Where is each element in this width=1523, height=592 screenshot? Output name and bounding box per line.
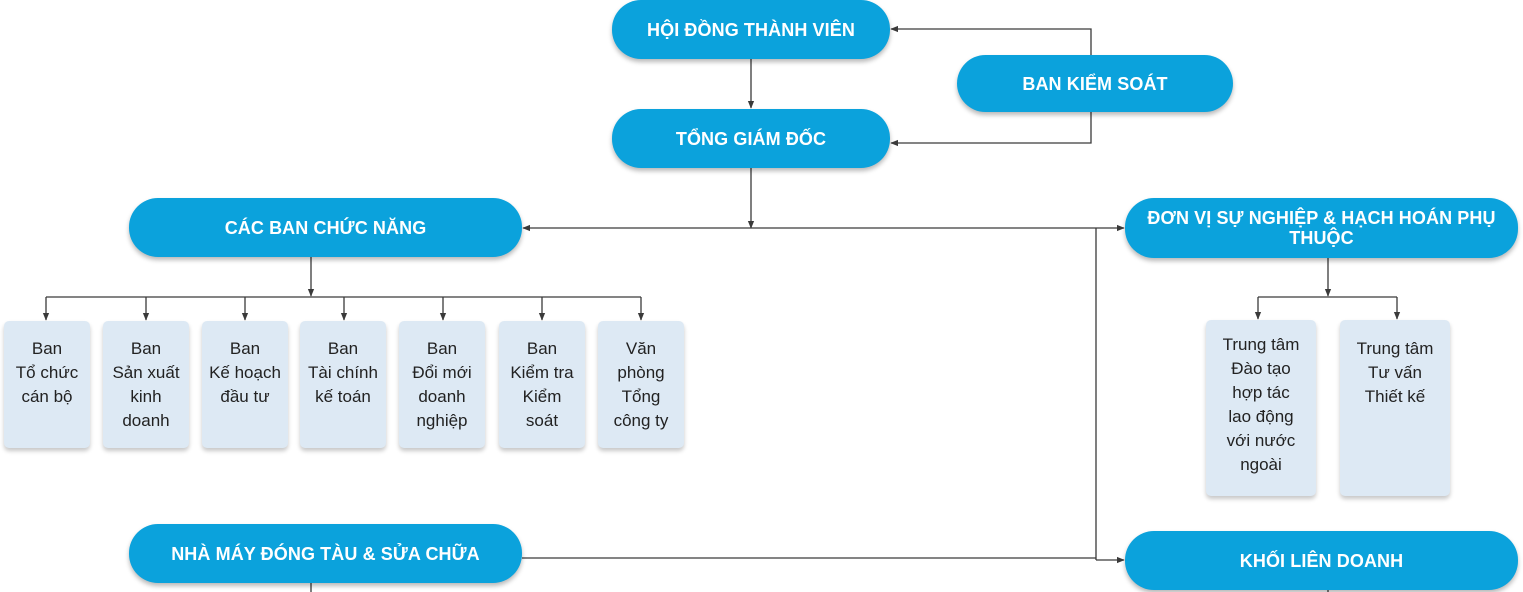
members-council-node: HỘI ĐỒNG THÀNH VIÊN	[612, 0, 890, 59]
members-council-label: HỘI ĐỒNG THÀNH VIÊN	[647, 19, 855, 40]
department-label: Ban Kiểm tra Kiểm soát	[510, 339, 574, 430]
department-card-finance-accounting: Ban Tài chính kế toán	[300, 321, 386, 448]
functional-departments-label: CÁC BAN CHỨC NĂNG	[224, 217, 427, 238]
joint-ventures-label: KHỐI LIÊN DOANH	[1239, 550, 1404, 571]
supervisory-board-label: BAN KIỂM SOÁT	[1022, 73, 1168, 94]
department-label: Ban Đổi mới doanh nghiệp	[412, 339, 472, 430]
department-label: Ban Kế hoạch đầu tư	[209, 339, 281, 406]
unit-card-design-consulting-center: Trung tâm Tư vấn Thiết kế	[1340, 320, 1450, 496]
general-director-node: TỔNG GIÁM ĐỐC	[612, 109, 890, 168]
general-director-label: TỔNG GIÁM ĐỐC	[675, 128, 827, 149]
unit-card-training-center: Trung tâm Đào tạo hợp tác lao động với n…	[1206, 320, 1316, 496]
shipyard-label: NHÀ MÁY ĐÓNG TÀU & SỬA CHỮA	[171, 543, 480, 564]
department-card-personnel: Ban Tổ chức cán bộ	[4, 321, 90, 448]
department-card-inspection-control: Ban Kiểm tra Kiểm soát	[499, 321, 585, 448]
department-label: Ban Tài chính kế toán	[308, 339, 378, 406]
supervisory-board-node: BAN KIỂM SOÁT	[957, 55, 1233, 112]
edge-supervisory-to-council	[890, 25, 1092, 55]
department-card-corporate-office: Văn phòng Tổng công ty	[598, 321, 684, 448]
department-label: Ban Sản xuất kinh doanh	[112, 339, 180, 430]
dependent-units-label: ĐƠN VỊ SỰ NGHIỆP & HẠCH HOÁN PHỤ THUỘC	[1147, 208, 1496, 248]
department-card-enterprise-renewal: Ban Đổi mới doanh nghiệp	[399, 321, 485, 448]
department-label: Ban Tổ chức cán bộ	[15, 339, 79, 406]
unit-label: Trung tâm Đào tạo hợp tác lao động với n…	[1222, 335, 1300, 474]
edge-supervisory-to-director	[890, 112, 1092, 147]
unit-label: Trung tâm Tư vấn Thiết kế	[1356, 339, 1434, 406]
dependent-units-node: ĐƠN VỊ SỰ NGHIỆP & HẠCH HOÁN PHỤ THUỘC	[1125, 198, 1518, 258]
functional-departments-node: CÁC BAN CHỨC NĂNG	[129, 198, 522, 257]
joint-ventures-node: KHỐI LIÊN DOANH	[1125, 531, 1518, 590]
department-label: Văn phòng Tổng công ty	[613, 339, 669, 430]
department-card-planning-investment: Ban Kế hoạch đầu tư	[202, 321, 288, 448]
shipyard-node: NHÀ MÁY ĐÓNG TÀU & SỬA CHỮA	[129, 524, 522, 583]
department-card-production-business: Ban Sản xuất kinh doanh	[103, 321, 189, 448]
